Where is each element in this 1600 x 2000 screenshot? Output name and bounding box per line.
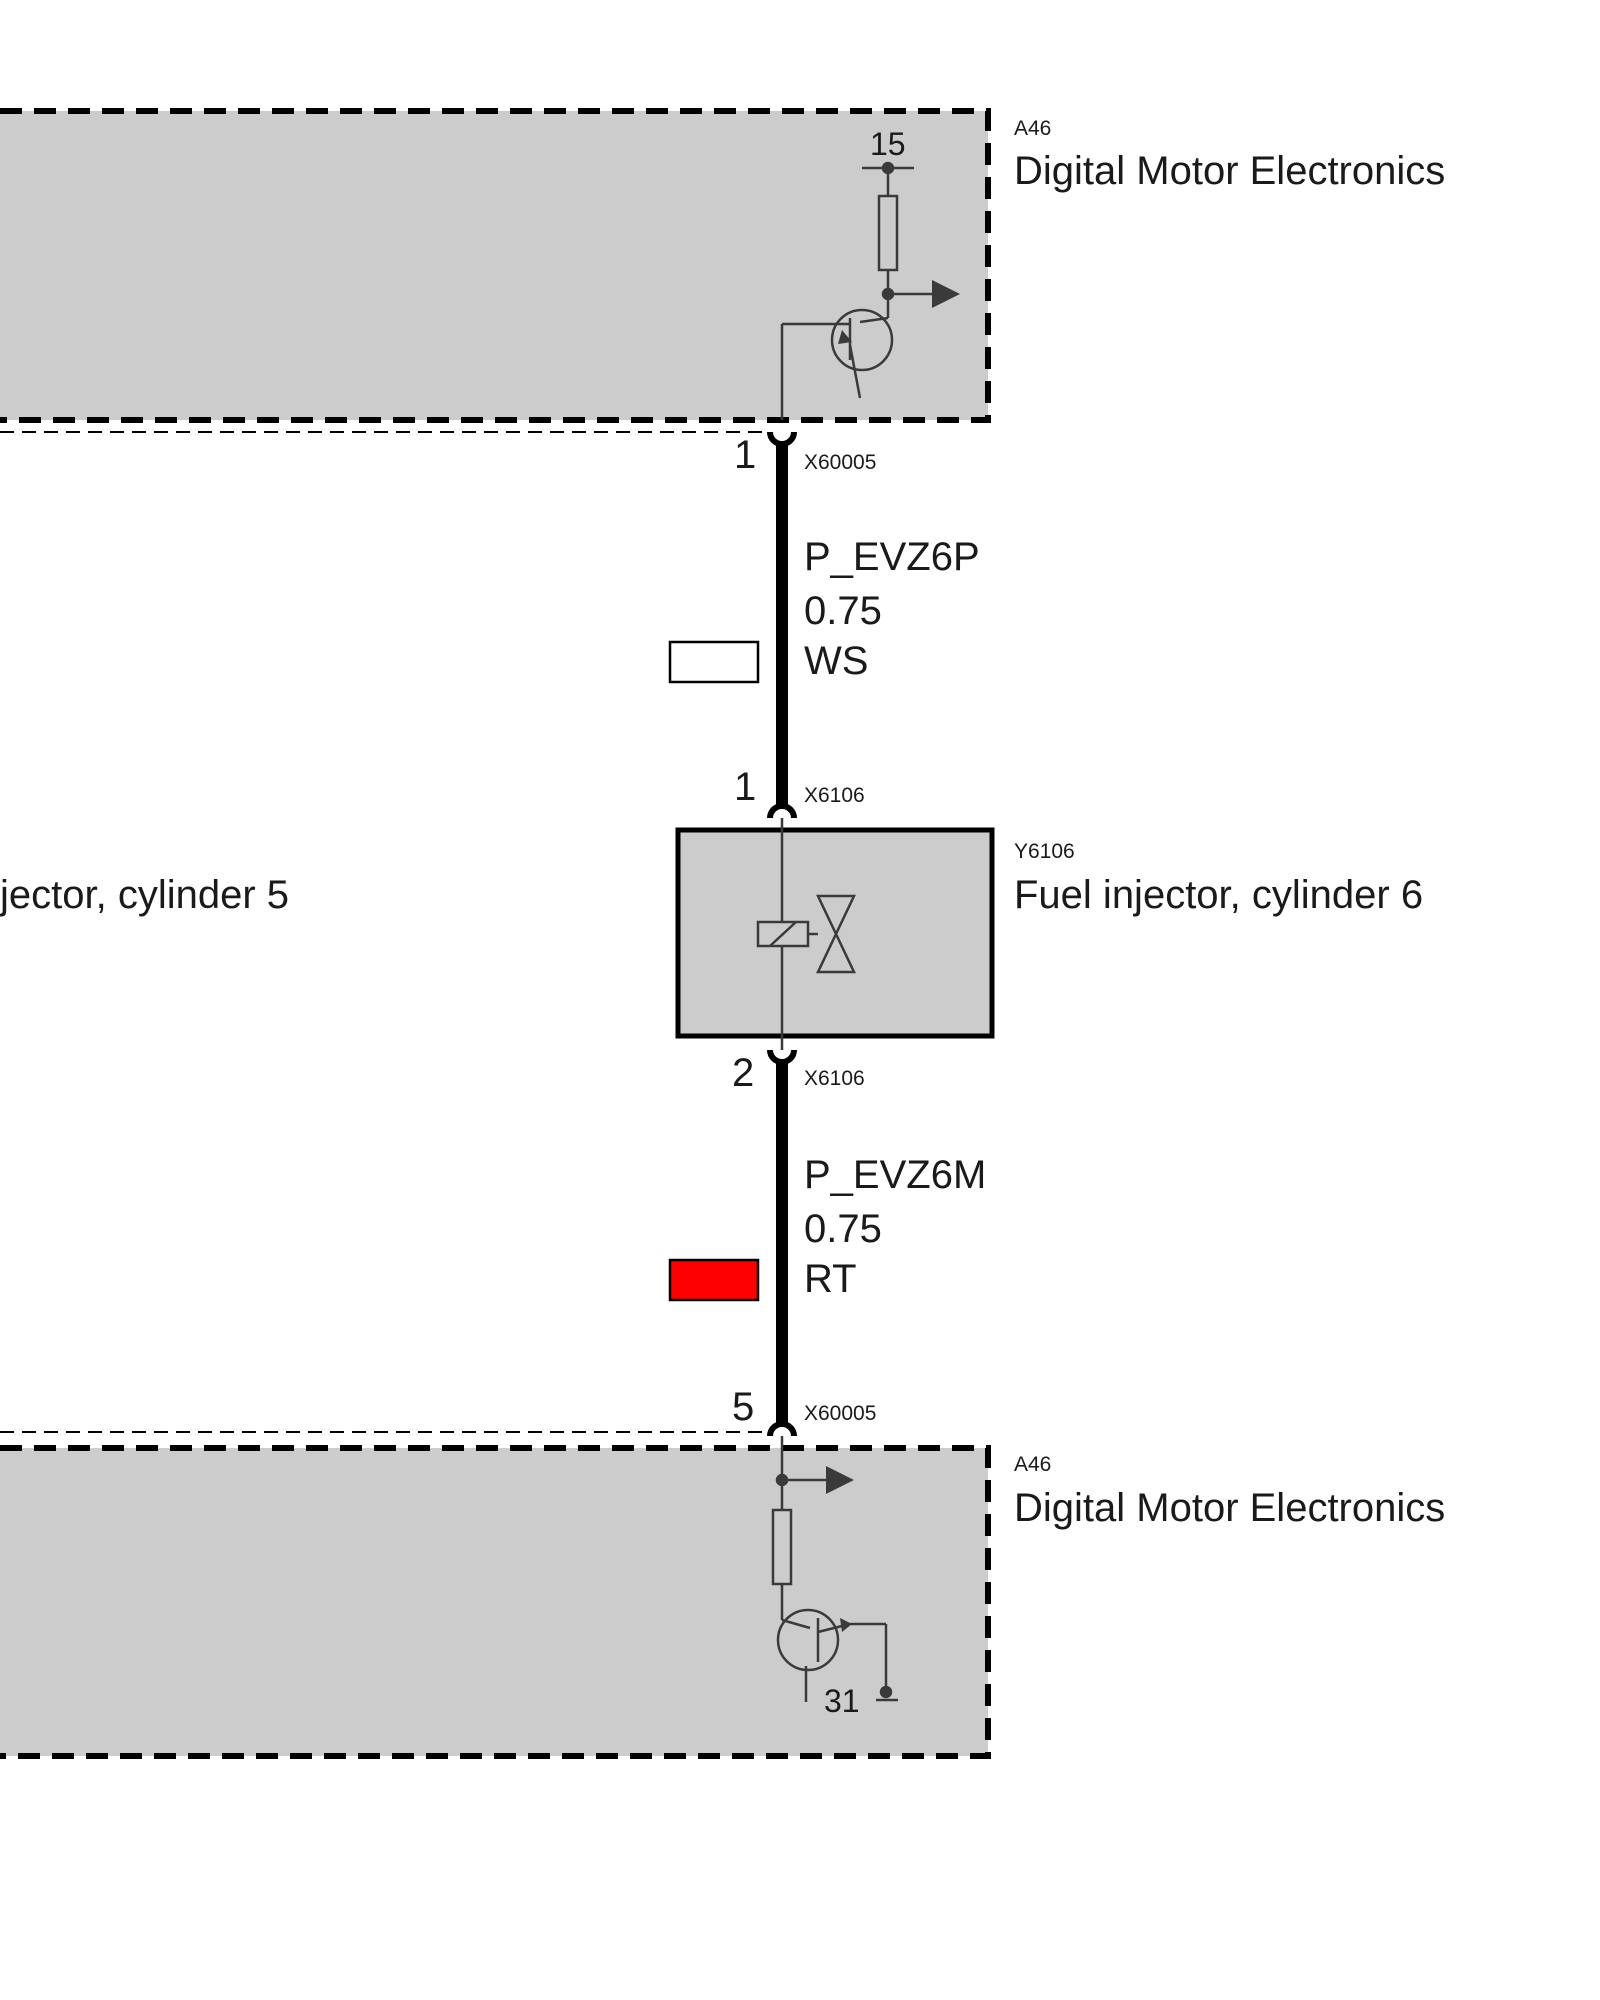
lower-color-swatch	[668, 1258, 760, 1302]
bottom-transistor-icon	[776, 1608, 840, 1672]
top-module-box	[0, 111, 988, 420]
upper-connector-top-icon	[767, 431, 797, 447]
bottom-output-arrow-icon	[826, 1466, 854, 1494]
ground-node	[879, 1685, 893, 1699]
upper-cross-section: 0.75	[804, 589, 882, 633]
bottom-module-name: Digital Motor Electronics	[1014, 1486, 1445, 1530]
top-module-border	[0, 108, 991, 423]
bottom-module: A46 Digital Motor Electronics 31	[0, 1431, 1445, 1759]
lower-bottom-pin: 5	[732, 1385, 754, 1429]
upper-signal-name: P_EVZ6P	[804, 535, 980, 579]
upper-bottom-pin: 1	[734, 765, 756, 809]
lower-top-connector: X6106	[804, 1067, 865, 1090]
upper-wire: 1 X60005 P_EVZ6P 0.75 WS 1 X6106	[668, 431, 980, 819]
upper-bottom-connector: X6106	[804, 784, 865, 807]
upper-top-pin: 1	[734, 433, 756, 477]
lower-connector-top-icon	[767, 1049, 797, 1065]
lower-signal-name: P_EVZ6M	[804, 1153, 986, 1197]
bottom-module-border	[0, 1445, 991, 1759]
top-module: A46 Digital Motor Electronics 15	[0, 108, 1445, 433]
bottom-transistor-circuit: 31	[771, 1436, 898, 1719]
top-output-arrow-icon	[932, 280, 960, 308]
terminal-15-label: 15	[870, 126, 906, 162]
lower-color-code: RT	[804, 1257, 857, 1301]
upper-color-swatch	[668, 640, 760, 684]
lower-bottom-connector: X60005	[804, 1402, 876, 1425]
injector-valve-icon	[756, 818, 856, 1050]
upper-top-connector: X60005	[804, 451, 876, 474]
injector-ref: Y6106	[1014, 840, 1075, 863]
lower-top-pin: 2	[732, 1051, 754, 1095]
terminal-31-label: 31	[824, 1683, 860, 1719]
bottom-module-ref: A46	[1014, 1453, 1051, 1476]
upper-color-code: WS	[804, 639, 868, 683]
upper-connector-bottom-icon	[767, 803, 797, 819]
lower-cross-section: 0.75	[804, 1207, 882, 1251]
top-transistor-icon	[830, 308, 894, 372]
top-module-name: Digital Motor Electronics	[1014, 149, 1445, 193]
lower-connector-bottom-icon	[767, 1421, 797, 1437]
lower-wire: 2 X6106 P_EVZ6M 0.75 RT 5 X60005	[668, 1049, 986, 1437]
top-transistor-circuit: 15	[780, 126, 960, 420]
top-module-ref: A46	[1014, 117, 1051, 140]
injector-box	[675, 827, 995, 1039]
neighbor-injector-label: jector, cylinder 5	[0, 873, 289, 917]
injector-name: Fuel injector, cylinder 6	[1014, 873, 1423, 917]
injector: Y6106 Fuel injector, cylinder 6 jector, …	[0, 818, 1423, 1050]
bottom-module-box	[0, 1448, 988, 1756]
